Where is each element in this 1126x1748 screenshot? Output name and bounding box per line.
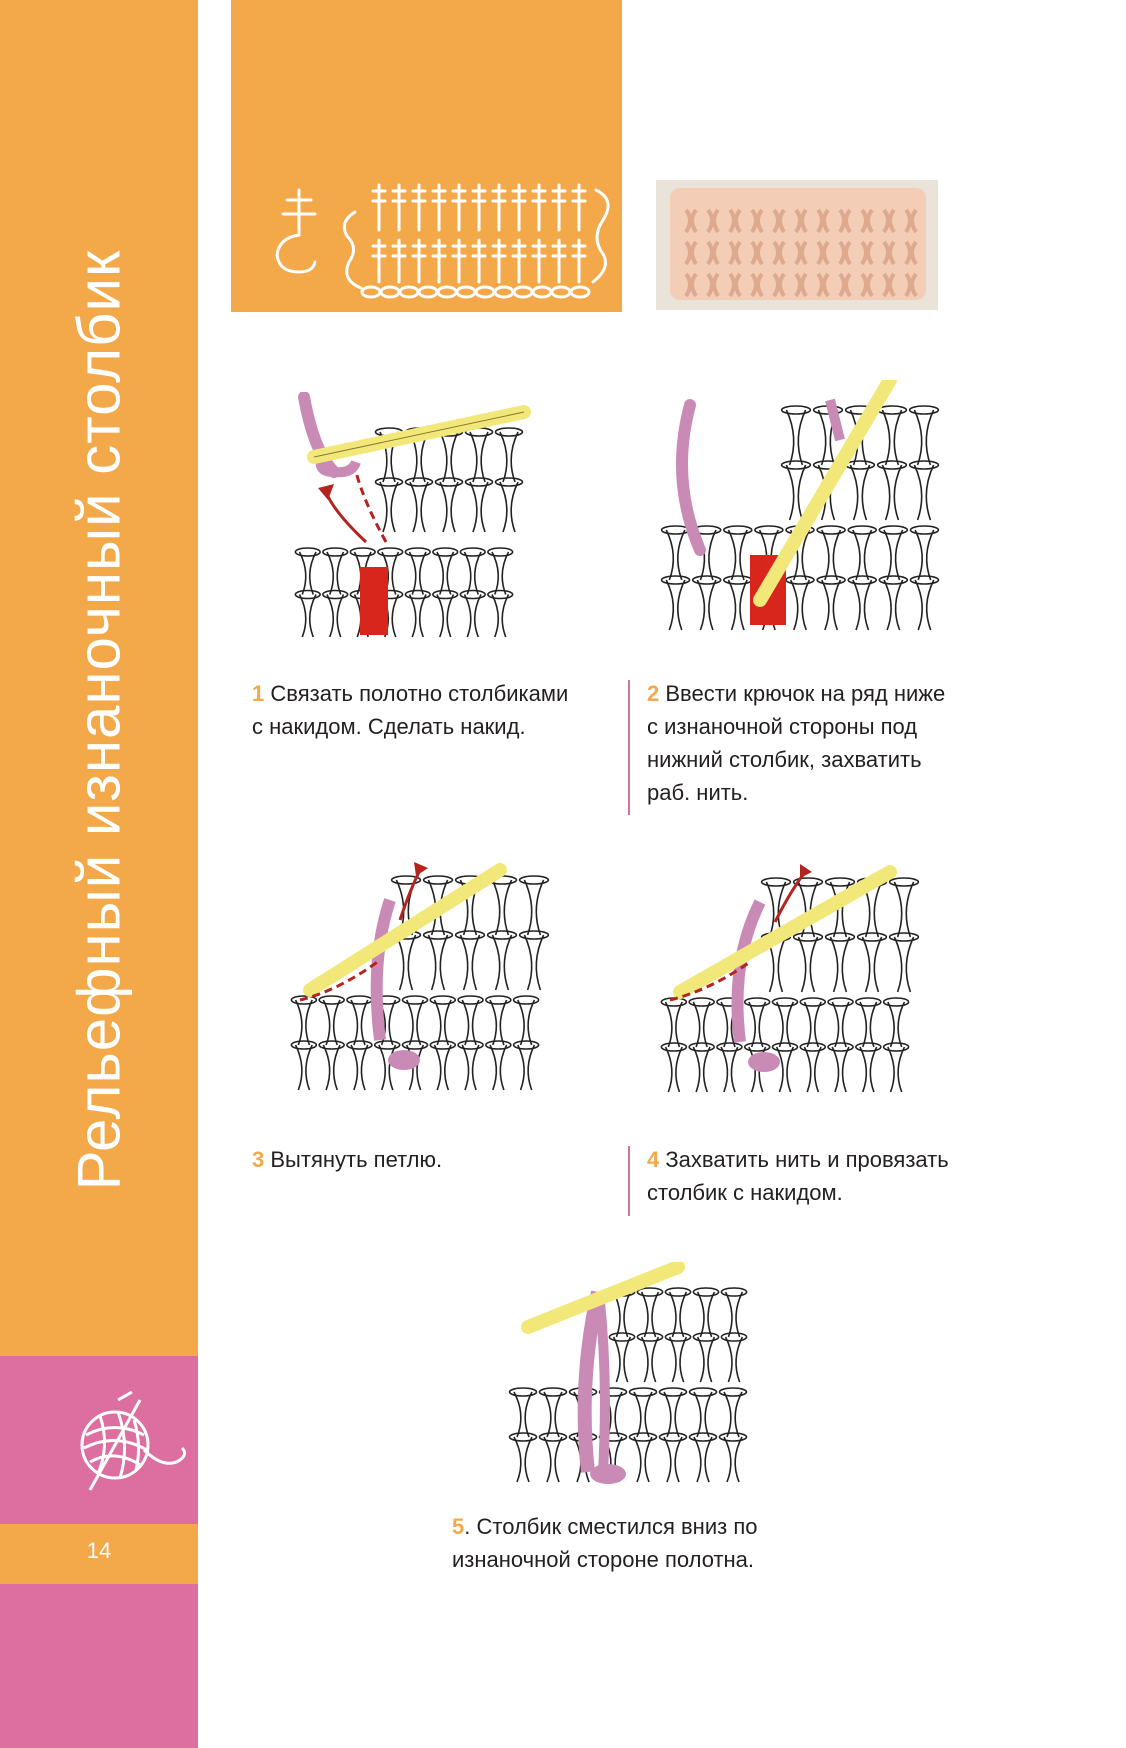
- step-number: 1: [252, 681, 265, 706]
- step-text-line: Ввести крючок на ряд ниже: [665, 681, 946, 706]
- step-number: 2: [647, 681, 660, 706]
- step-4-illustration: [660, 864, 920, 1093]
- sidebar-pink-footer: [0, 1584, 198, 1748]
- step-2-illustration: [660, 380, 940, 631]
- step-text-line: Связать полотно столбиками: [270, 681, 569, 706]
- step-1-text: 1 Связать полотно столбиками с накидом. …: [252, 677, 568, 743]
- stitch-symbol-chart: [275, 183, 610, 299]
- step-number: 3: [252, 1147, 265, 1172]
- step-2-text: 2 Ввести крючок на ряд ниже с изнаночной…: [647, 677, 945, 809]
- step-text-line: раб. нить.: [647, 780, 749, 805]
- sidebar-pink-band: [0, 1356, 198, 1524]
- step-5-text: 5. Столбик сместился вниз по изнаночной …: [452, 1510, 757, 1576]
- knitted-swatch-photo: [656, 180, 938, 310]
- step-number: 5: [452, 1514, 465, 1539]
- stitch-row-bottom: [371, 238, 587, 284]
- divider: [628, 680, 630, 815]
- back-post-symbol: [275, 188, 317, 274]
- divider: [628, 1146, 630, 1216]
- step-3-text: 3 Вытянуть петлю.: [252, 1143, 442, 1176]
- step-text-line: нижний столбик, захватить: [647, 747, 922, 772]
- step-5-illustration: [508, 1262, 748, 1484]
- step-4-text: 4 Захватить нить и провязать столбик с н…: [647, 1143, 949, 1209]
- sidebar: Рельефный изнаночный столбик 14: [0, 0, 198, 1748]
- step-text-line: . Столбик сместился вниз по: [464, 1514, 758, 1539]
- step-text-line: изнаночной стороне полотна.: [452, 1547, 755, 1572]
- step-text-line: Вытянуть петлю.: [270, 1147, 443, 1172]
- step-text-line: с изнаночной стороны под: [647, 714, 918, 739]
- page-number: 14: [86, 1538, 112, 1563]
- step-text-line: столбик с накидом.: [647, 1180, 843, 1205]
- step-text-line: Захватить нить и провязать: [665, 1147, 949, 1172]
- yarn-ball-icon: [80, 1390, 187, 1491]
- page-title: Рельефный изнаночный столбик: [65, 249, 133, 1191]
- sidebar-orange-band: [0, 0, 198, 1356]
- step-number: 4: [647, 1147, 660, 1172]
- step-text-line: с накидом. Сделать накид.: [252, 714, 526, 739]
- stitch-chart-box: [231, 0, 622, 312]
- stitch-row-top: [371, 183, 587, 232]
- step-3-illustration: [290, 862, 550, 1091]
- step-1-illustration: [294, 392, 531, 638]
- sidebar-page-band: [0, 1524, 198, 1584]
